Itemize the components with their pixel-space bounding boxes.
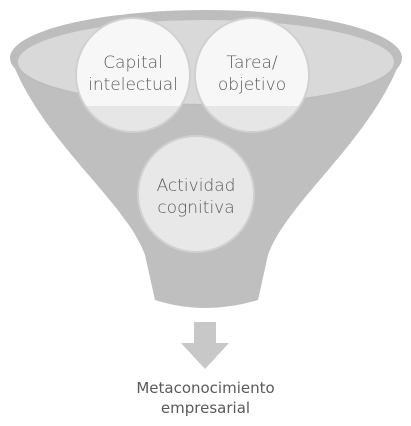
input-label-capital-intelectual: Capital intelectual (78, 52, 188, 96)
input-circle-actividad-cognitiva (137, 135, 255, 253)
input-label-actividad-cognitiva: Actividad cognitiva (141, 175, 251, 219)
input-label-line2: objetivo (217, 75, 287, 95)
input-label-tarea-objetivo: Tarea/ objetivo (197, 52, 307, 96)
input-label-line2: cognitiva (157, 198, 235, 218)
input-label-line2: intelectual (88, 75, 178, 95)
output-label-line1: Metaconocimiento (136, 379, 275, 397)
input-label-line1: Capital (103, 53, 163, 73)
output-label: Metaconocimiento empresarial (80, 378, 331, 418)
input-label-line1: Tarea/ (226, 53, 278, 73)
output-label-line2: empresarial (160, 399, 251, 417)
input-label-line1: Actividad (156, 176, 236, 196)
down-arrow-icon (181, 322, 229, 369)
